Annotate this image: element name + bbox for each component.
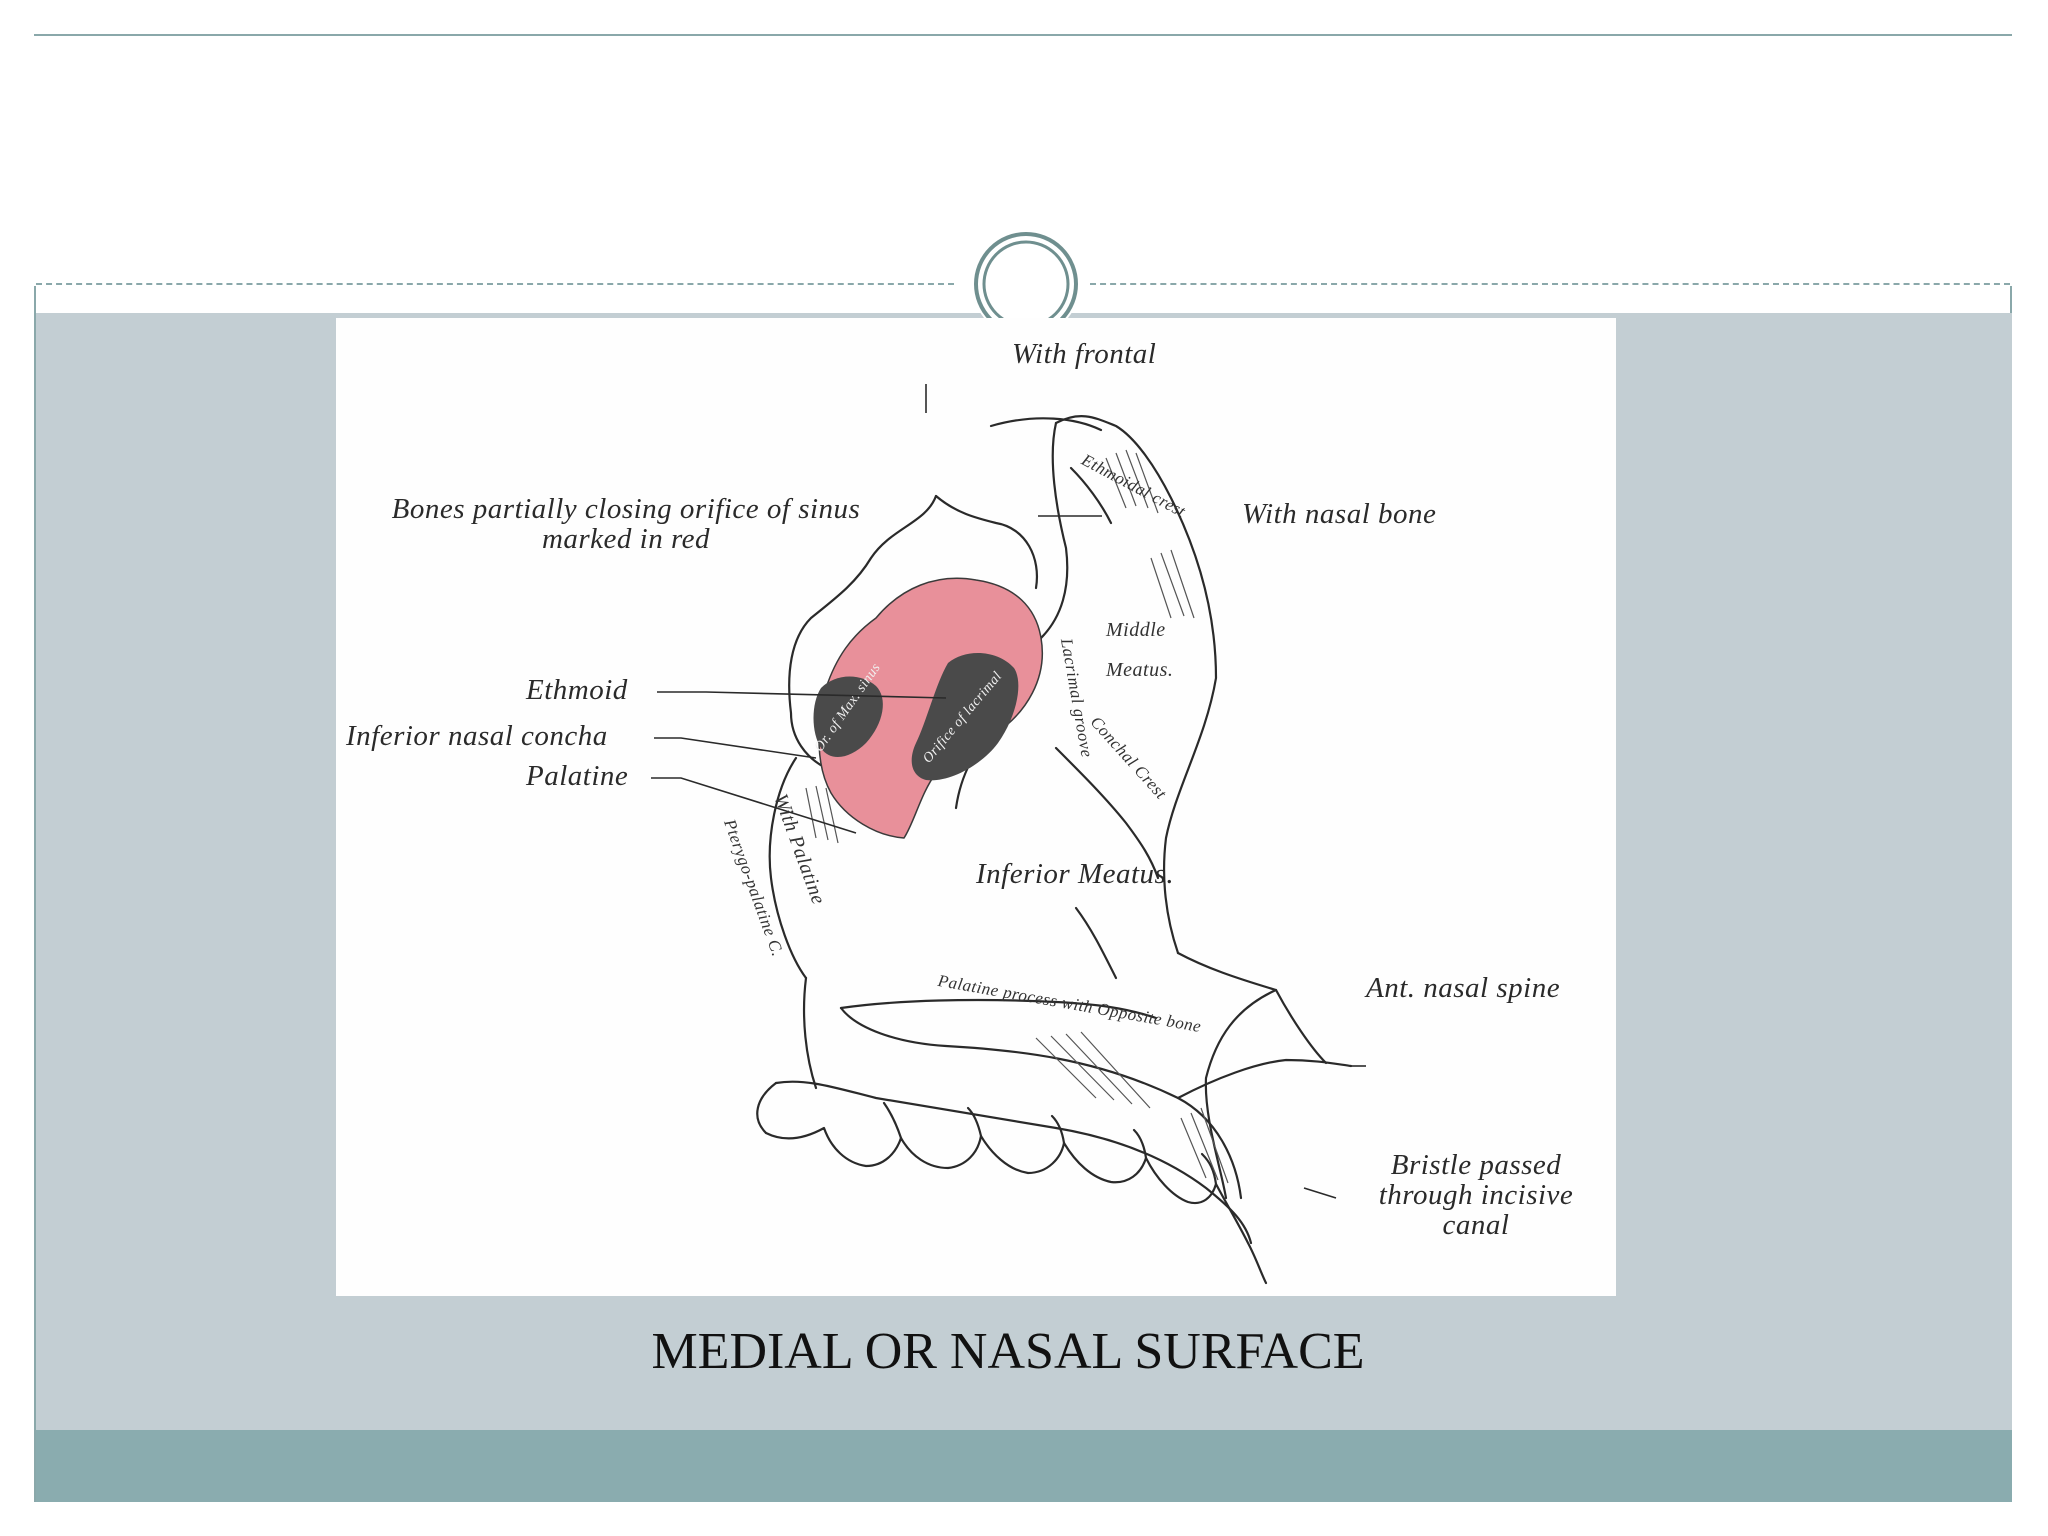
label-palatine: Palatine	[526, 760, 629, 792]
label-ethmoid: Ethmoid	[526, 674, 628, 706]
label-ant-nasal-spine: Ant. nasal spine	[1366, 972, 1561, 1004]
label-inferior-nasal-concha: Inferior nasal concha	[346, 720, 608, 752]
label-inferior-meatus: Inferior Meatus.	[976, 858, 1175, 890]
circle-ornament-icon	[972, 230, 1080, 338]
label-with-frontal: With frontal	[1012, 338, 1157, 370]
label-middle-meatus: Middle Meatus.	[1106, 619, 1174, 681]
label-bones-note: Bones partially closing orifice of sinus…	[391, 493, 861, 555]
divider-right	[1090, 283, 2010, 285]
anatomy-figure: With frontal With nasal bone Bones parti…	[336, 318, 1616, 1296]
maxilla-illustration	[651, 384, 1366, 1285]
label-bristle: Bristle passed through incisive canal	[1378, 1149, 1574, 1241]
footer-bar	[36, 1430, 2012, 1502]
divider-left	[36, 283, 954, 285]
figure-caption: MEDIAL OR NASAL SURFACE	[651, 1323, 1365, 1380]
label-with-nasal-bone: With nasal bone	[1242, 498, 1437, 530]
